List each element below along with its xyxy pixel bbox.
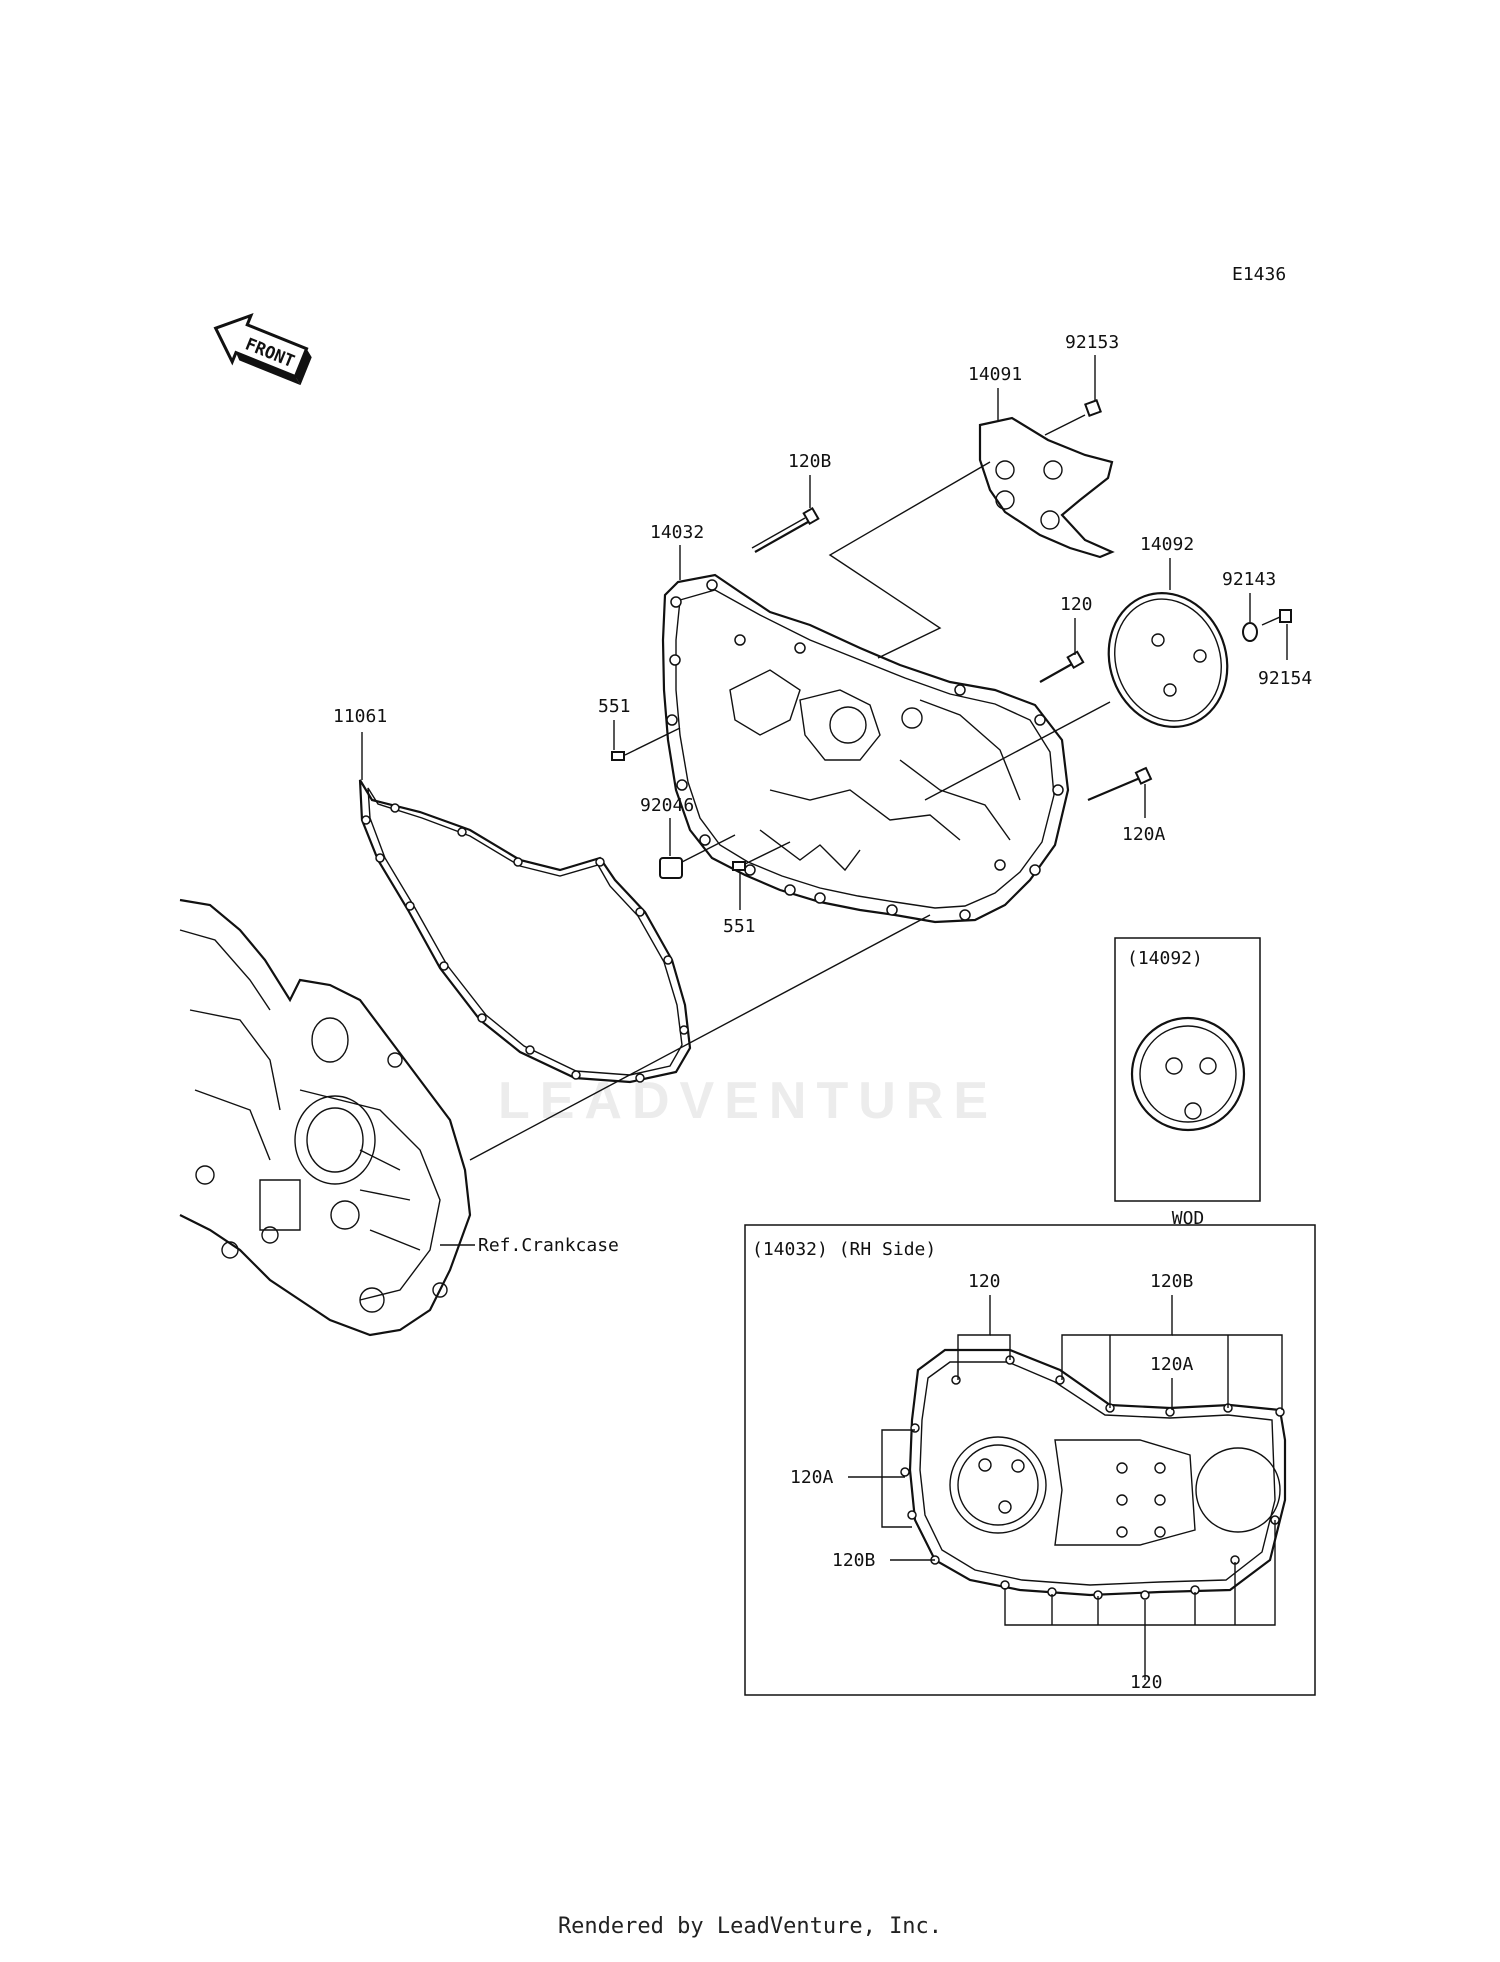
assembly-line-bracket (828, 461, 991, 659)
part-label-92153: 92153 (1065, 332, 1119, 353)
part-label-14091: 14091 (968, 364, 1022, 385)
part-label-551-a: 551 (598, 696, 631, 717)
part-label-92046: 92046 (640, 795, 694, 816)
inset-wod-caption: WOD (1172, 1208, 1205, 1229)
rh-label-120-bottom: 120 (1130, 1672, 1163, 1693)
wod-disc-icon (1130, 1016, 1246, 1132)
rh-callout-lines (848, 1295, 1283, 1680)
dowel-551-b (732, 841, 791, 871)
rh-label-120A-left: 120A (790, 1467, 834, 1488)
part-label-14092: 14092 (1140, 534, 1194, 555)
part-label-92143: 92143 (1222, 569, 1276, 590)
dowel-551-a (611, 727, 681, 761)
diagram-code: E1436 (1232, 264, 1286, 285)
assembly-line-main (469, 914, 931, 1161)
gasket-holes (361, 803, 689, 1083)
bolt-120 (1039, 650, 1085, 683)
inset-wod-title: (14092) (1127, 948, 1203, 969)
screw-92154 (1261, 609, 1292, 626)
bolt-120B-top (751, 506, 820, 553)
inset-wod-box (1114, 937, 1261, 1202)
part-label-11061: 11061 (333, 706, 387, 727)
watermark-text: LEADVENTURE (498, 1072, 998, 1130)
rh-label-120B-top: 120B (1150, 1271, 1193, 1292)
part-label-120A: 120A (1122, 824, 1166, 845)
rh-label-120-top: 120 (968, 1271, 1001, 1292)
front-arrow-icon: FRONT (213, 312, 312, 386)
inset-rh-box (744, 1224, 1316, 1696)
rh-label-120A-inner: 120A (1150, 1354, 1194, 1375)
ref-crankcase-label: Ref.Crankcase (478, 1235, 619, 1256)
screw-92153 (1044, 399, 1102, 436)
disc-cover-14092 (1107, 591, 1229, 729)
inset-rh-title: (14032) (RH Side) (752, 1239, 936, 1260)
part-label-92154: 92154 (1258, 668, 1312, 689)
part-label-551-b: 551 (723, 916, 756, 937)
gasket-11061 (358, 779, 692, 1084)
rh-cover-drawing (900, 1348, 1287, 1600)
part-label-120: 120 (1060, 594, 1093, 615)
bushing-92046 (659, 834, 736, 879)
assembly-line-disc (924, 701, 1111, 801)
washer-92143 (1242, 622, 1258, 642)
bracket-14091 (978, 416, 1115, 559)
part-label-14032: 14032 (650, 522, 704, 543)
clutch-cover-14032 (661, 573, 1070, 924)
bolt-120A (1087, 766, 1153, 802)
part-label-120B-top: 120B (788, 451, 831, 472)
rh-label-120B-left: 120B (832, 1550, 875, 1571)
footer-credit: Rendered by LeadVenture, Inc. (557, 1914, 943, 1939)
crankcase-ref-drawing (179, 898, 472, 1337)
